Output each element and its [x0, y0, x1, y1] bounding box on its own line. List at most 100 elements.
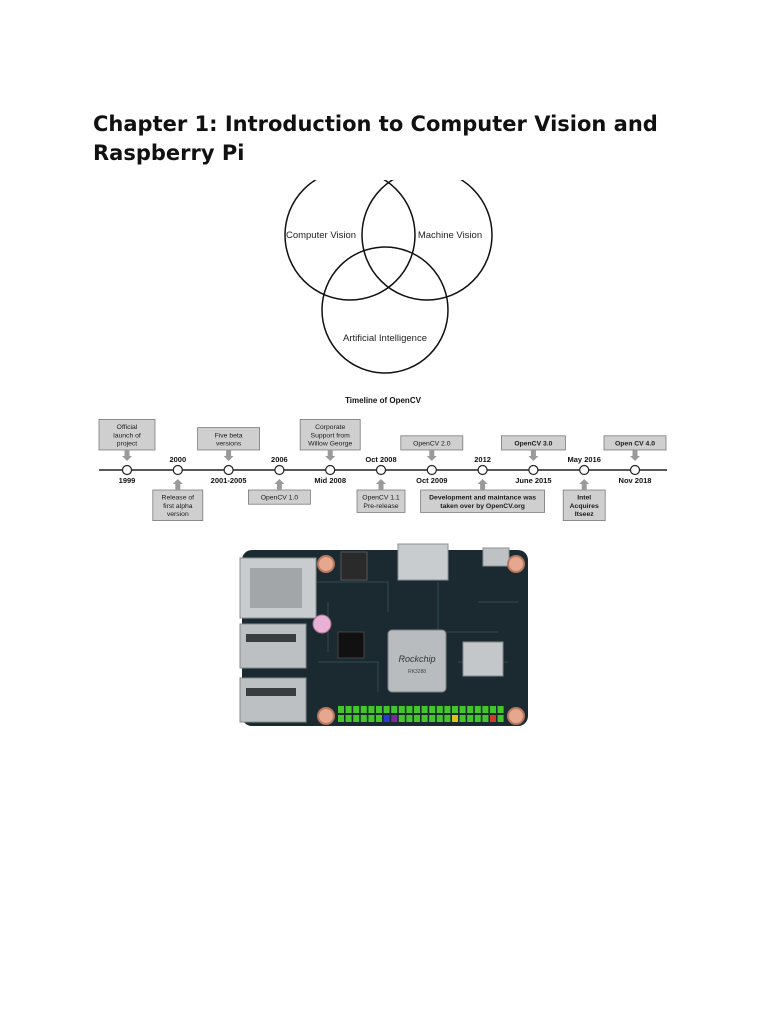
timeline-arrow-2 [226, 450, 232, 456]
gpio-pin [398, 706, 405, 713]
gpio-pin [497, 706, 504, 713]
gpio-pin [452, 715, 458, 722]
timeline-box-text-9: Acquires [570, 503, 599, 510]
gpio-pin [414, 706, 420, 713]
gpio-pin [353, 715, 360, 722]
timeline-box-text-5: Pre-release [363, 503, 398, 510]
gpio-pin [406, 706, 413, 713]
timeline-box-text-0: project [117, 441, 138, 448]
gpio-pin [444, 706, 451, 713]
venn-label-artificial-intelligence: Artificial Intelligence [343, 333, 427, 344]
gpio-pin [345, 715, 352, 722]
timeline-arrow-5 [378, 484, 384, 490]
gpio-pin [482, 706, 489, 713]
timeline-box-text-3: OpenCV 1.0 [261, 495, 299, 502]
gpio-pin [368, 715, 375, 722]
timeline-node-8 [528, 464, 539, 476]
gpio-pin [459, 706, 466, 713]
page-title: Chapter 1: Introduction to Computer Visi… [93, 112, 658, 165]
timeline-arrowhead-7 [477, 479, 488, 484]
timeline-arrowhead-8 [528, 456, 539, 461]
timeline-arrowhead-6 [426, 456, 437, 461]
timeline-node-7 [477, 464, 488, 476]
gpio-pin [421, 715, 428, 722]
timeline-date-8: June 2015 [515, 476, 551, 485]
gpio-pin [376, 706, 382, 713]
timeline-date-10: Nov 2018 [619, 476, 652, 485]
mounting-hole-top-right [507, 555, 525, 573]
timeline-box-text-1: first alpha [163, 503, 193, 510]
timeline-arrow-9 [581, 484, 587, 490]
timeline-date-4: Mid 2008 [314, 476, 346, 485]
timeline-date-2: 2001-2005 [211, 476, 247, 485]
timeline-date-7: 2012 [474, 455, 491, 464]
gpio-pin [482, 715, 489, 722]
timeline-arrowhead-1 [172, 479, 183, 484]
gpio-pin [444, 715, 451, 722]
timeline-box-0 [98, 418, 156, 451]
venn-label-machine-vision: Machine Vision [418, 230, 482, 241]
gpio-pin [353, 706, 360, 713]
micro-usb-port [482, 547, 510, 567]
timeline-date-6: Oct 2009 [416, 476, 447, 485]
gpio-pin [414, 715, 420, 722]
gpio-pin [467, 715, 474, 722]
gpio-pin [398, 715, 405, 722]
timeline-node-2 [223, 464, 234, 476]
timeline-arrow-4 [327, 450, 333, 456]
gpio-pin [338, 706, 344, 713]
timeline-date-0: 1999 [119, 476, 136, 485]
timeline-box-text-4: Corporate [315, 424, 345, 431]
timeline-arrow-8 [530, 450, 536, 456]
timeline-box-text-4: Willow George [308, 441, 352, 448]
timeline-arrowhead-0 [122, 456, 132, 461]
hdmi-port [397, 543, 449, 581]
timeline-title: Timeline of OpenCV [345, 396, 422, 405]
timeline-box-text-6: OpenCV 2.0 [413, 441, 451, 448]
timeline-box-text-7: taken over by OpenCV.org [440, 503, 525, 510]
gpio-pin [421, 706, 428, 713]
timeline-arrowhead-4 [325, 456, 336, 461]
venn-diagram: Computer Vision Machine Vision Artificia… [284, 180, 493, 374]
timeline-arrow-6 [429, 450, 435, 456]
timeline-date-5: Oct 2008 [365, 455, 396, 464]
timeline-arrow-0 [124, 450, 130, 456]
gpio-pin [391, 706, 398, 713]
venn-circle-machine-vision [361, 180, 493, 301]
timeline-arrow-1 [175, 484, 181, 490]
gpio-pin [383, 706, 390, 713]
timeline-box-text-0: launch of [113, 432, 141, 439]
venn-circle-computer-vision [284, 180, 416, 301]
timeline-arrowhead-9 [579, 479, 590, 484]
gpio-pin [474, 706, 481, 713]
usb-port-bottom-slot [246, 688, 296, 696]
timeline-node-4 [325, 464, 336, 476]
timeline-node-9 [579, 464, 590, 476]
timeline-arrowhead-10 [630, 456, 640, 461]
gpio-pin [452, 706, 458, 713]
gpio-pin [383, 715, 390, 722]
gpio-pin [429, 715, 436, 722]
timeline-node-1 [172, 464, 183, 476]
gpio-pin [490, 715, 496, 722]
gpio-pin [406, 715, 413, 722]
gpio-pin [376, 715, 382, 722]
timeline-box-text-10: Open CV 4.0 [615, 441, 655, 448]
timeline-box-text-2: Five beta [215, 432, 243, 439]
usb-port-top-slot [246, 634, 296, 642]
gpio-pin [436, 715, 443, 722]
timeline-box-text-1: Release of [162, 495, 195, 502]
gpio-pin [391, 715, 398, 722]
ethernet-port-inner [250, 568, 302, 608]
timeline-arrowhead-3 [274, 479, 285, 484]
gpio-pin [497, 715, 504, 722]
chip-model-label: RK3288 [408, 669, 426, 675]
gpio-pin [338, 715, 344, 722]
timeline-box-text-8: OpenCV 3.0 [514, 441, 552, 448]
timeline-date-3: 2006 [271, 455, 288, 464]
timeline-date-9: May 2016 [568, 455, 601, 464]
timeline-arrow-10 [632, 450, 638, 456]
processor-chip [387, 629, 447, 693]
gpio-pin [368, 706, 375, 713]
